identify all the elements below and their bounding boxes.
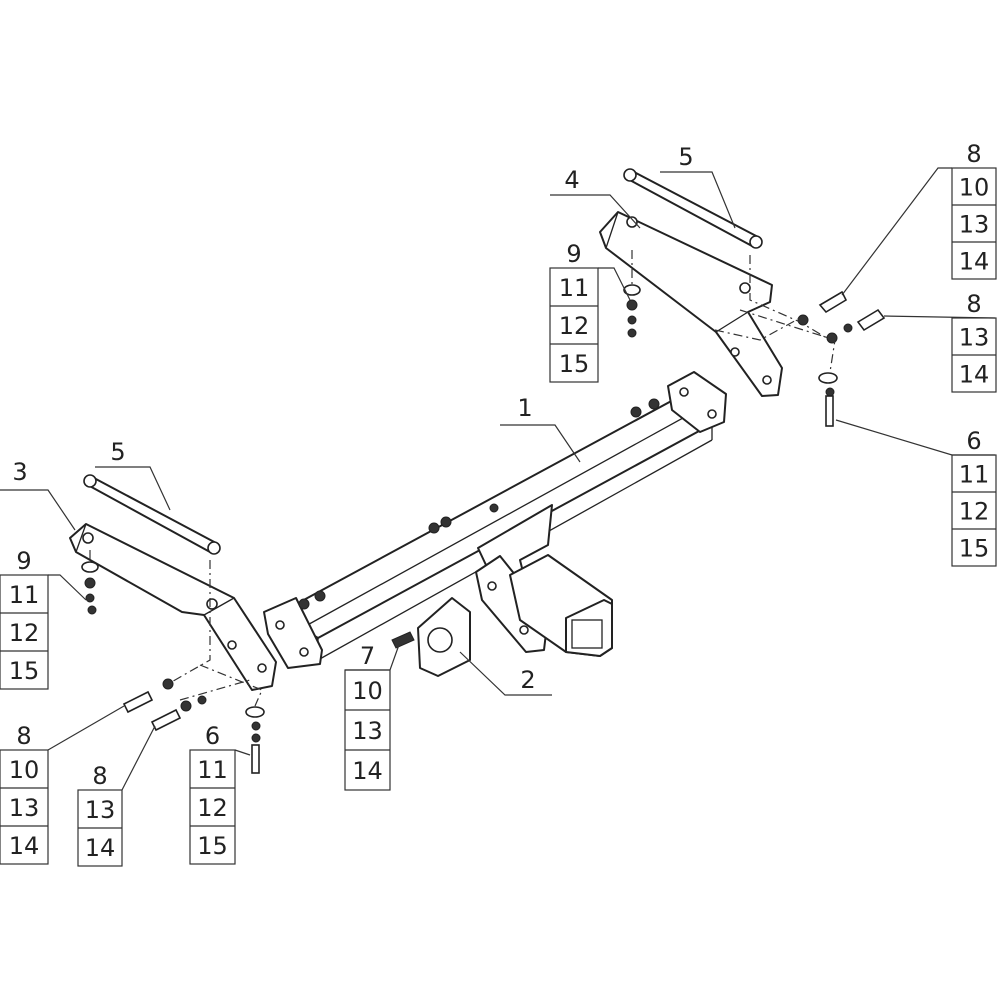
electrical-socket-plate xyxy=(391,597,471,677)
callout-item: 15 xyxy=(959,535,990,563)
callout-box xyxy=(0,749,49,865)
callout-box xyxy=(344,669,391,791)
callout-number: 9 xyxy=(566,240,581,268)
callout-item: 13 xyxy=(85,796,116,824)
label-part-5-left: 5 xyxy=(110,438,125,466)
callout-item: 12 xyxy=(559,312,590,340)
fastener-hardware xyxy=(81,284,886,774)
callout-number: 8 xyxy=(92,762,107,790)
callout-left-vertical-bolt: 6 11 12 15 xyxy=(189,722,236,865)
callout-right-bolt: 8 13 14 xyxy=(951,290,997,393)
callout-item: 10 xyxy=(959,174,990,202)
label-part-5-right: 5 xyxy=(678,143,693,171)
label-part-3: 3 xyxy=(12,458,27,486)
callout-box xyxy=(0,574,49,690)
callout-item: 12 xyxy=(9,619,40,647)
callout-stacks: 8101314813146111215911121591112157101314… xyxy=(0,140,997,867)
callout-top-middle-nut: 9 11 12 15 xyxy=(549,240,599,383)
callout-item: 10 xyxy=(9,756,40,784)
callout-box xyxy=(951,454,997,567)
callout-item: 11 xyxy=(959,461,990,489)
callout-item: 11 xyxy=(9,581,40,609)
callout-item: 10 xyxy=(352,677,383,705)
callout-left-bolt-b: 8 13 14 xyxy=(77,762,123,867)
callout-item: 14 xyxy=(959,361,990,389)
callout-item: 13 xyxy=(959,324,990,352)
left-strap xyxy=(83,474,221,555)
callout-box xyxy=(549,267,599,383)
callout-item: 14 xyxy=(85,834,116,862)
callout-number: 6 xyxy=(966,427,981,455)
label-part-1: 1 xyxy=(517,394,532,422)
main-crossbar xyxy=(263,371,727,669)
assembly-lines xyxy=(89,250,836,707)
callout-item: 11 xyxy=(197,756,228,784)
callout-number: 8 xyxy=(16,722,31,750)
callout-item: 15 xyxy=(559,350,590,378)
callout-item: 13 xyxy=(352,717,383,745)
callout-item: 13 xyxy=(9,794,40,822)
right-strap xyxy=(623,168,763,249)
callout-item: 11 xyxy=(559,274,590,302)
callout-box xyxy=(189,749,236,865)
callout-item: 15 xyxy=(197,832,228,860)
right-mounting-bracket xyxy=(599,211,783,397)
callout-item: 15 xyxy=(9,657,40,685)
callout-left-bolt-a: 8 10 13 14 xyxy=(0,722,49,865)
callout-item: 14 xyxy=(352,757,383,785)
callout-left-nut: 9 11 12 15 xyxy=(0,547,49,690)
callout-box xyxy=(951,167,997,280)
callout-item: 12 xyxy=(959,498,990,526)
left-mounting-bracket xyxy=(69,523,277,691)
callout-socket-bolt: 7 10 13 14 xyxy=(344,642,391,791)
label-part-2: 2 xyxy=(520,666,535,694)
callout-number: 7 xyxy=(360,642,375,670)
callout-item: 14 xyxy=(959,248,990,276)
callout-top-right-bolt: 8 10 13 14 xyxy=(951,140,997,280)
callout-item: 14 xyxy=(9,832,40,860)
callout-right-vertical-bolt: 6 11 12 15 xyxy=(951,427,997,567)
callout-number: 9 xyxy=(16,547,31,575)
callout-item: 12 xyxy=(197,794,228,822)
callout-number: 8 xyxy=(966,140,981,168)
callout-item: 13 xyxy=(959,211,990,239)
callout-number: 6 xyxy=(205,722,220,750)
callout-number: 8 xyxy=(966,290,981,318)
label-part-4: 4 xyxy=(564,166,579,194)
